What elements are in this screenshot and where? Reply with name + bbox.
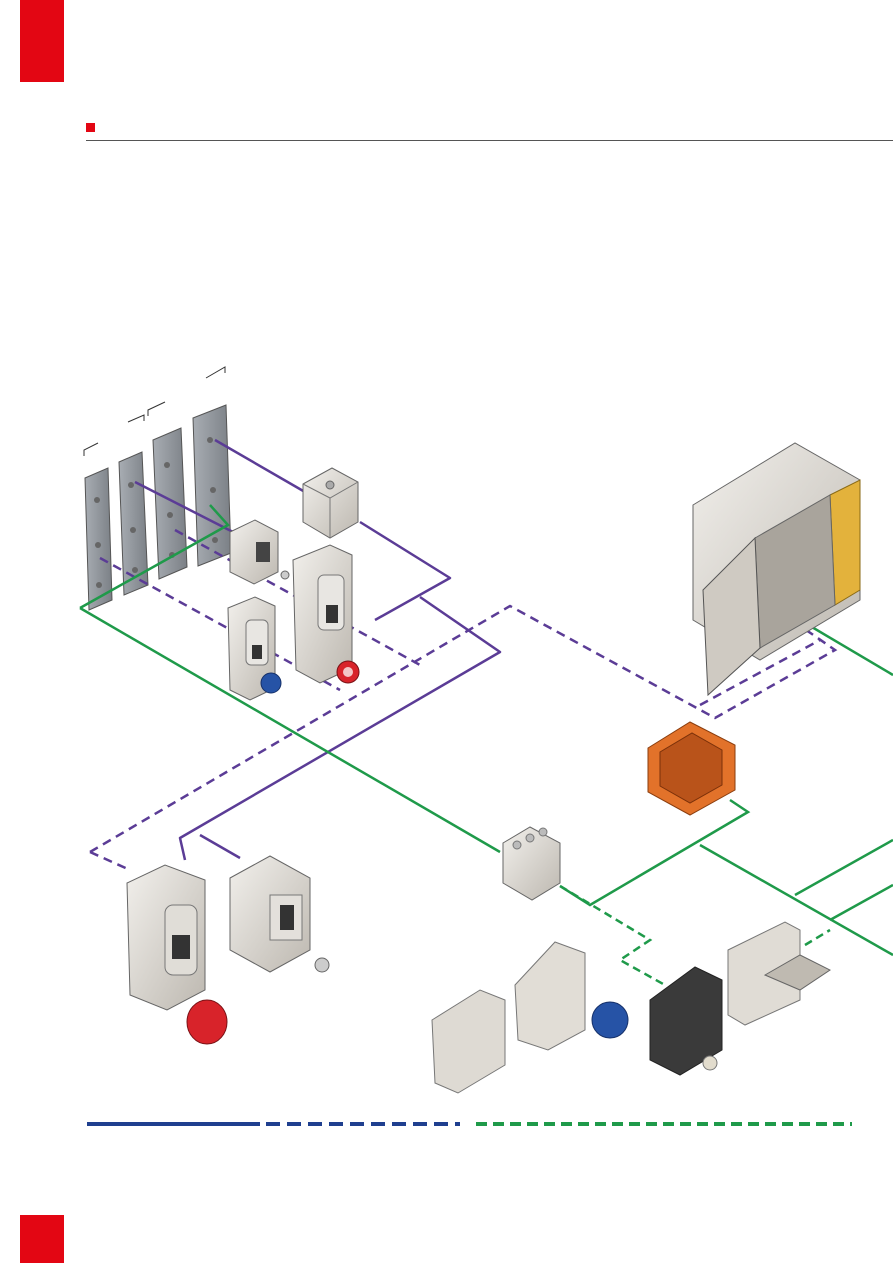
header-rule [86,140,893,141]
wiring-solid [134,438,502,861]
junction-box [302,467,359,539]
flush-mount-box [647,721,736,816]
red-page-tab-bottom [20,1215,64,1263]
mounting-plates [83,366,232,611]
mounting-plate-2 [118,451,149,596]
wiring-green [79,504,893,987]
switched-socket-blue [227,596,282,701]
mounting-plate-1 [84,467,113,611]
red-page-tab-top [20,0,64,82]
cover-plates-row [431,921,831,1094]
socket-red-plug [126,864,228,1045]
switched-socket-tall [292,544,360,684]
leader-marks [83,366,226,456]
switched-socket-small [229,519,290,585]
junction-box-lower [502,826,561,901]
enclosure-cabinet [692,442,861,697]
section-marker [86,123,95,132]
box-switch-unit [229,855,330,973]
